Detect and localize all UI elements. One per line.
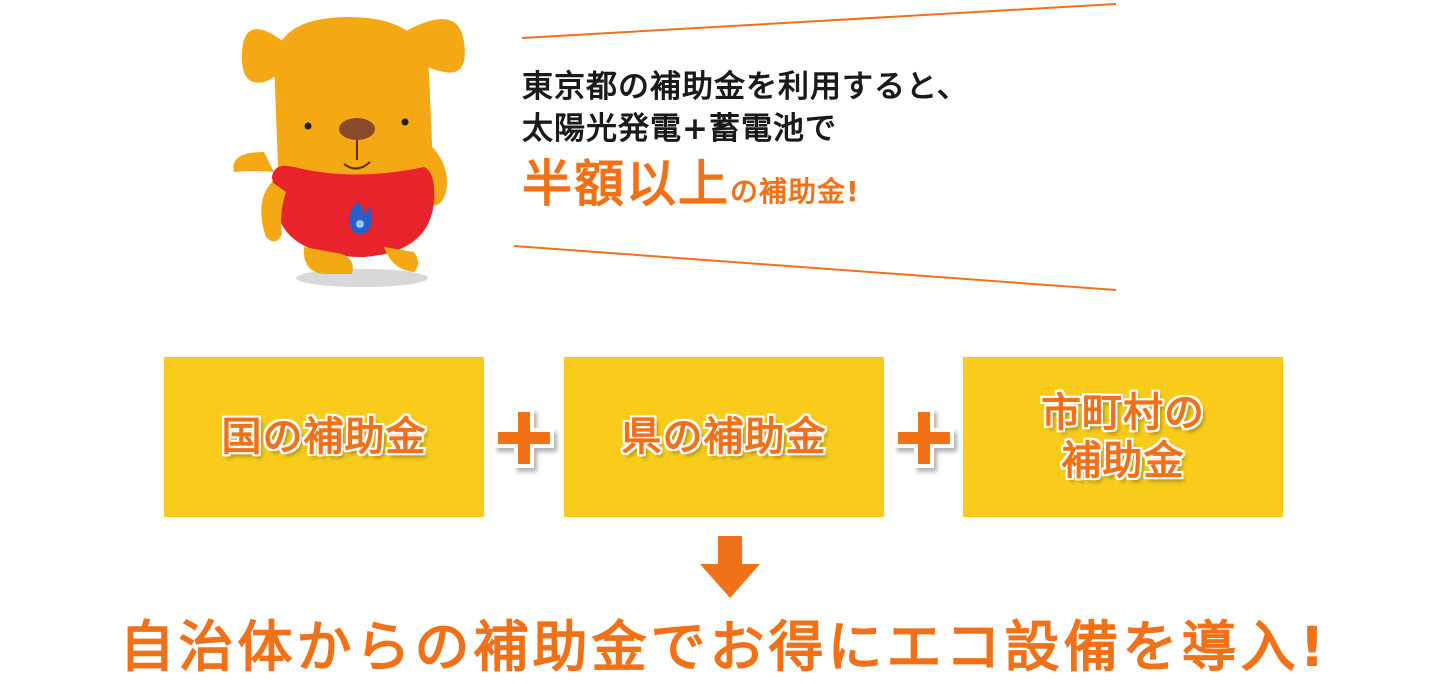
speech-text-block: 東京都の補助金を利用すると、 太陽光発電+蓄電池で 半額以上の補助金! — [522, 66, 1142, 224]
dog-mascot-icon — [233, 17, 465, 287]
speech-highlight: 半額以上の補助金! — [522, 156, 1142, 224]
plus-icon — [894, 408, 954, 468]
municipal-subsidy-label: 市町村の 補助金 — [1041, 390, 1205, 484]
national-subsidy-label: 国の補助金 — [221, 414, 427, 460]
speech-line-1: 東京都の補助金を利用すると、 — [522, 69, 969, 105]
arrow-down-icon — [700, 536, 760, 598]
speech-line-2: 太陽光発電+蓄電池で — [522, 111, 837, 147]
prefecture-subsidy-box: 県の補助金 — [564, 357, 884, 517]
highlight-half-price: 半額以上 — [522, 155, 730, 213]
prefecture-subsidy-label: 県の補助金 — [621, 414, 827, 460]
bottom-headline: 自治体からの補助金でお得にエコ設備を導入! — [119, 615, 1329, 679]
speech-divider-lines — [513, 3, 1117, 291]
national-subsidy-box: 国の補助金 — [164, 357, 484, 517]
highlight-subsidy: の補助金! — [730, 175, 860, 208]
municipal-subsidy-box: 市町村の 補助金 — [963, 357, 1283, 517]
plus-icon — [494, 408, 554, 468]
